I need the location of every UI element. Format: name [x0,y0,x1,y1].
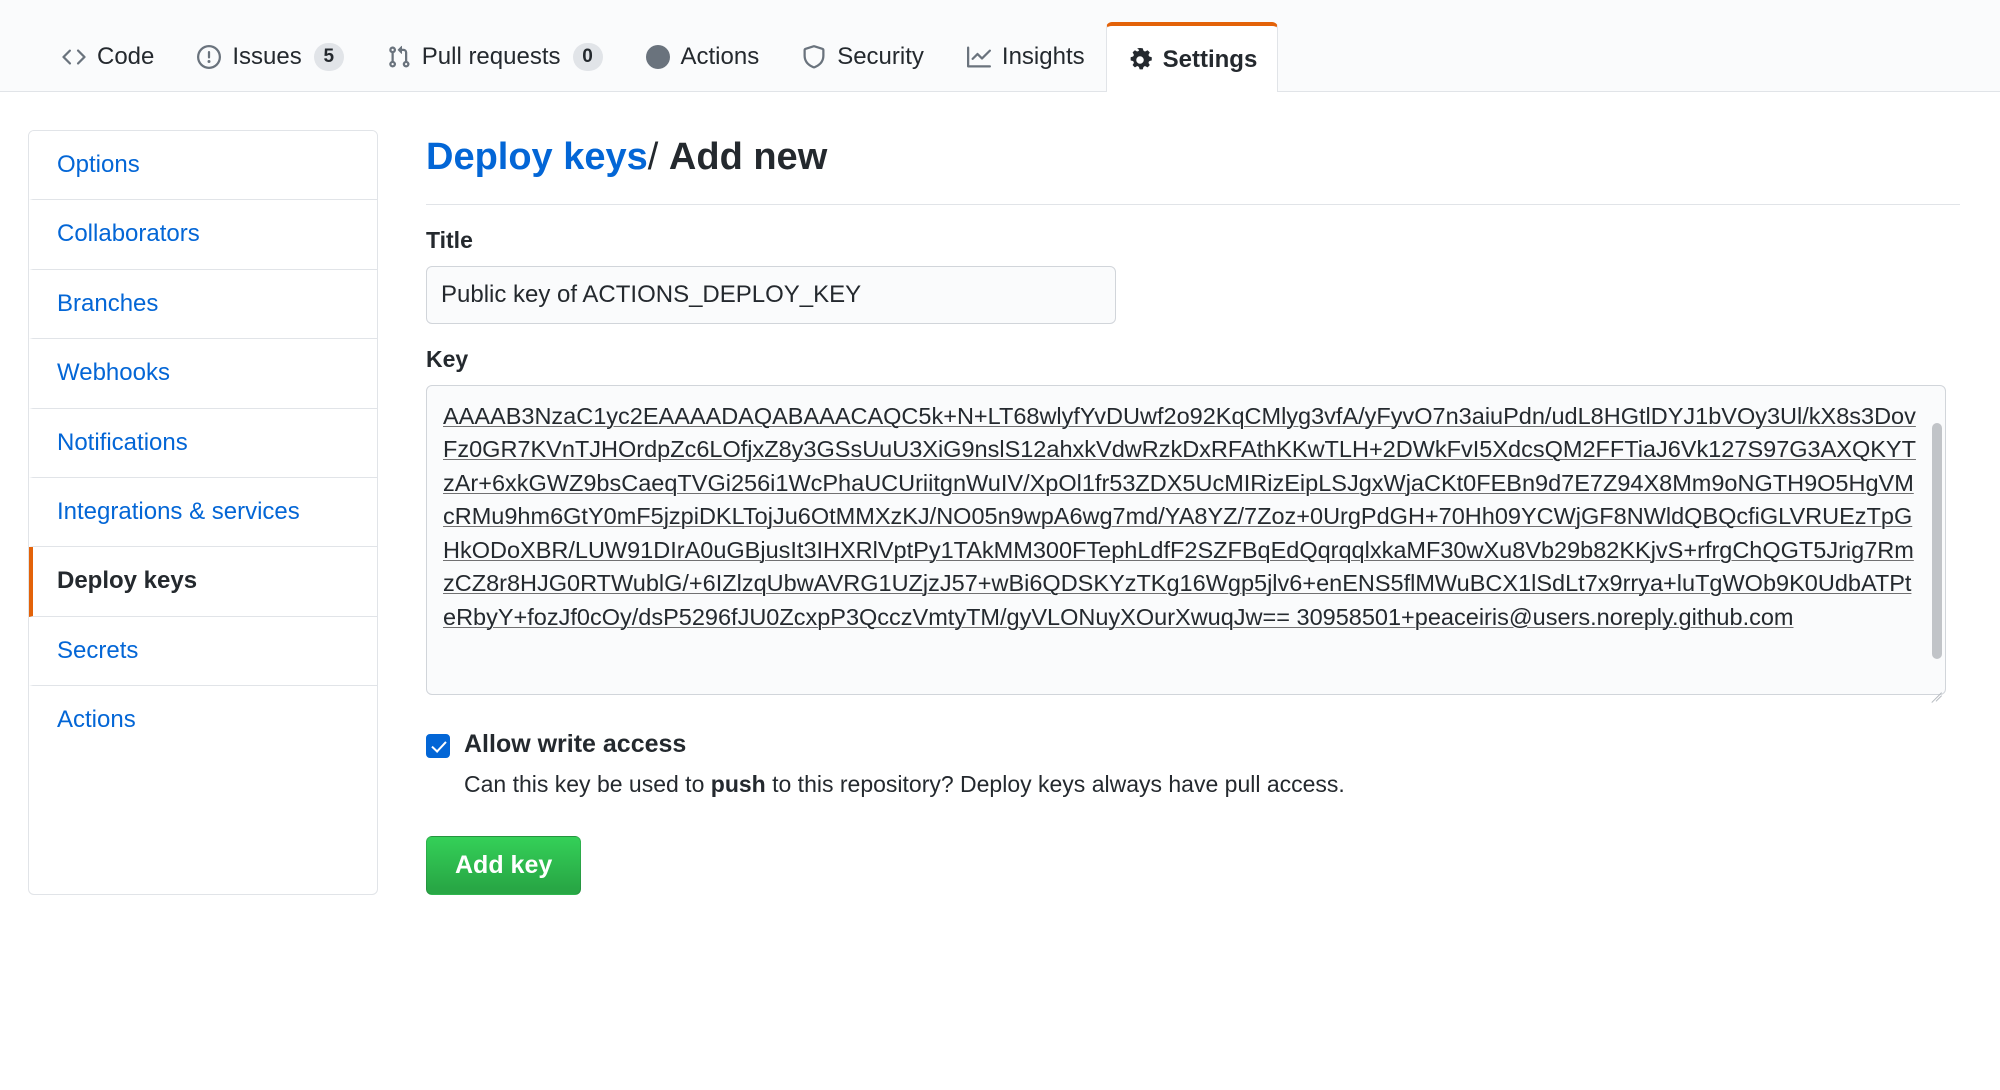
nav-tab-pull-requests[interactable]: Pull requests 0 [365,21,624,91]
code-icon [61,44,87,70]
nav-tab-label: Settings [1162,46,1258,73]
key-form-group: Key [426,346,1960,700]
repo-nav: Code Issues 5 Pull requests 0 Actions Se… [0,0,2000,92]
main-content: Deploy keys/ Add new Title Key Allow wri… [426,130,1960,896]
note-bold: push [710,771,766,797]
git-pull-request-icon [386,44,412,70]
settings-sidebar: Options Collaborators Branches Webhooks … [28,130,378,896]
nav-tab-label: Security [837,42,924,70]
key-textarea[interactable] [426,384,1946,695]
note-suffix: to this repository? Deploy keys always h… [765,771,1345,797]
play-icon [645,44,671,70]
nav-tab-code[interactable]: Code [40,21,175,91]
key-label: Key [426,345,469,372]
allow-write-access-row[interactable]: Allow write access [426,728,1960,761]
breadcrumb-deploy-keys-link[interactable]: Deploy keys [426,136,648,178]
nav-tab-issues[interactable]: Issues 5 [175,21,364,91]
add-key-button[interactable]: Add key [426,836,582,896]
note-prefix: Can this key be used to [464,771,711,797]
nav-tab-actions[interactable]: Actions [624,21,781,91]
nav-tab-label: Actions [680,42,760,70]
pull-requests-counter: 0 [572,42,603,71]
shield-icon [801,44,827,70]
key-textarea-scrollbar[interactable] [1932,422,1942,659]
nav-tab-security[interactable]: Security [780,21,945,91]
page-title: Deploy keys/ Add new [426,134,1960,205]
nav-tab-label: Pull requests [421,42,561,70]
sidebar-item-integrations-and-services[interactable]: Integrations & services [29,477,377,548]
graph-icon [966,44,992,70]
nav-tab-label: Code [97,42,155,70]
breadcrumb-separator: / [647,136,659,178]
title-label: Title [426,226,473,253]
nav-tab-settings[interactable]: Settings [1105,22,1279,92]
sidebar-item-actions[interactable]: Actions [29,686,377,755]
sidebar-item-collaborators[interactable]: Collaborators [29,200,377,270]
sidebar-item-deploy-keys[interactable]: Deploy keys [29,547,377,617]
gear-icon [1127,47,1153,73]
breadcrumb-current: Add new [668,136,828,178]
allow-write-access-label: Allow write access [464,729,687,758]
title-input[interactable] [426,265,1116,324]
nav-tab-insights[interactable]: Insights [945,21,1106,91]
sidebar-item-secrets[interactable]: Secrets [29,616,377,687]
issues-counter: 5 [313,42,344,71]
key-textarea-wrapper [426,384,1946,700]
sidebar-item-notifications[interactable]: Notifications [29,408,377,478]
page-body: Options Collaborators Branches Webhooks … [0,92,2000,896]
nav-tab-label: Issues [232,42,302,70]
issue-opened-icon [196,44,222,70]
allow-write-access-note: Can this key be used to push to this rep… [464,768,1960,800]
nav-tab-label: Insights [1001,42,1085,70]
sidebar-item-branches[interactable]: Branches [29,269,377,340]
sidebar-item-webhooks[interactable]: Webhooks [29,339,377,409]
title-form-group: Title [426,227,1960,324]
sidebar-item-options[interactable]: Options [29,131,377,201]
allow-write-access-checkbox[interactable] [426,733,450,758]
